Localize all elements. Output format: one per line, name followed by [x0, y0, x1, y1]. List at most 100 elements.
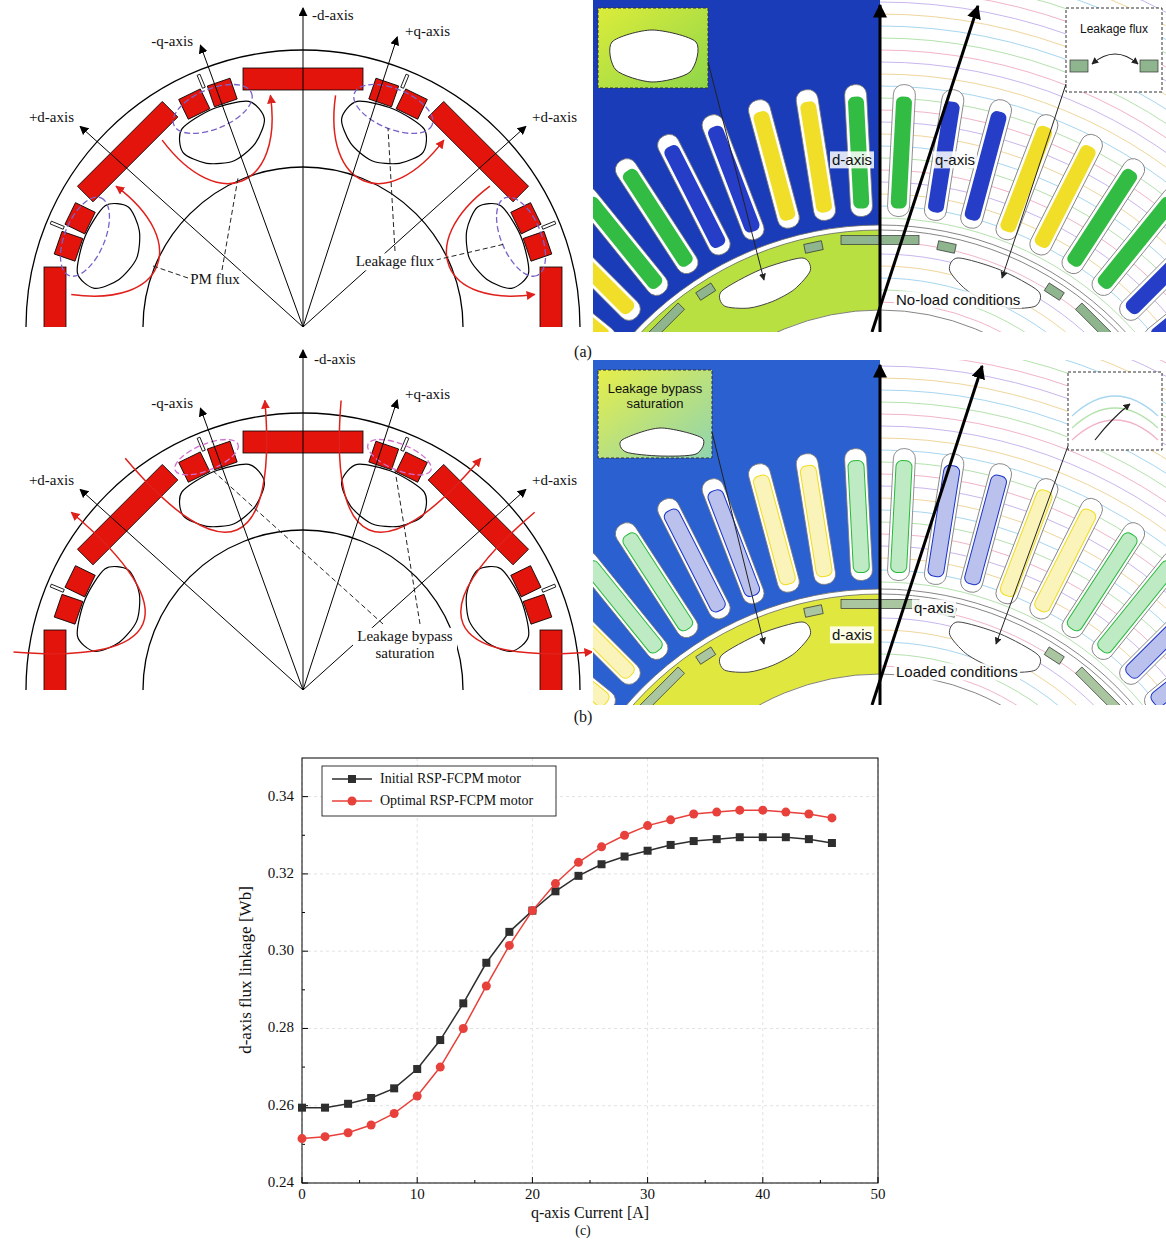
saturation-loop: [363, 432, 436, 482]
magnet: [623, 667, 685, 705]
grid-line: [417, 758, 418, 1183]
inset-label: Leakage bypass saturation: [602, 382, 708, 412]
flux-contour: [880, 360, 1166, 705]
legend-box: [322, 766, 556, 816]
slot-outline: [1115, 580, 1166, 689]
axis-label: -q-axis: [149, 395, 195, 412]
circle-marker: [666, 815, 675, 824]
flux-label: Leakage flux: [354, 253, 437, 270]
stator-slot: [1163, 656, 1166, 705]
flux-contour: [880, 360, 1166, 705]
circle-marker: [413, 1092, 422, 1101]
tick-label: 0.34: [268, 788, 294, 805]
square-marker: [759, 833, 767, 841]
magnet: [623, 303, 685, 332]
permanent-magnet: [511, 566, 541, 597]
barrier-slot: [197, 74, 205, 88]
permanent-magnet: [65, 566, 95, 597]
square-marker: [505, 928, 513, 936]
tick-mark: [417, 1177, 418, 1183]
axis-line: [80, 126, 303, 327]
slot-outline: [1115, 216, 1166, 325]
square-marker: [736, 833, 744, 841]
tick-label: 30: [640, 1186, 655, 1203]
circle-marker: [712, 808, 721, 817]
circle-marker: [620, 831, 629, 840]
magnet: [937, 241, 956, 254]
condition-label: Loaded conditions: [894, 663, 1020, 680]
stator-slot: [1115, 580, 1166, 689]
square-marker: [551, 887, 559, 895]
axis-line: [200, 408, 303, 690]
flux-contour: [880, 62, 1166, 332]
tick-mark: [302, 951, 308, 952]
square-marker: [782, 833, 790, 841]
circle-marker: [551, 879, 560, 888]
magnet: [1044, 283, 1064, 300]
series-line: [302, 837, 832, 1107]
flux-contour: [880, 86, 1166, 332]
permanent-magnet: [77, 464, 177, 564]
coil: [963, 474, 1007, 586]
circle-marker: [482, 981, 491, 990]
q-axis-arrow: [872, 366, 982, 705]
flux-contour: [880, 360, 1166, 705]
coil: [1123, 226, 1166, 317]
axis-label: q-axis: [912, 599, 956, 616]
flux-label: Leakage bypass saturation: [353, 628, 457, 663]
flux-contour: [880, 0, 1166, 332]
leakage-loop: [50, 190, 119, 283]
axis-label: +d-axis: [530, 472, 579, 489]
inset-hole: [620, 428, 704, 456]
slot-outline: [923, 452, 965, 586]
stator-slot: [1140, 616, 1166, 705]
magnet: [696, 647, 716, 664]
grid-line: [302, 1105, 878, 1106]
permanent-magnet: [428, 101, 528, 201]
square-marker: [574, 872, 582, 880]
barrier-slot: [542, 221, 556, 229]
flux-contour: [880, 0, 1166, 332]
panel-letter: (a): [574, 343, 592, 361]
flux-contours: [880, 360, 1166, 705]
grid-line: [302, 1028, 878, 1029]
coil: [706, 124, 761, 234]
legend-text: Optimal RSP-FCPM motor: [380, 793, 533, 809]
slot-outline: [887, 448, 916, 581]
slot-outline: [1140, 616, 1166, 705]
data-series: [298, 806, 837, 1143]
permanent-magnet: [540, 267, 562, 327]
magnet: [1076, 303, 1138, 332]
tick-mark: [302, 1028, 308, 1029]
flux-contour: [880, 474, 1166, 705]
pm-flux-line: [461, 512, 592, 653]
coil: [1123, 590, 1166, 681]
stator-core: [593, 0, 880, 332]
square-marker: [321, 1104, 329, 1112]
flux-contour: [880, 360, 1166, 705]
permanent-magnet: [77, 101, 177, 201]
axis-line: [303, 8, 304, 327]
stator-slot: [795, 452, 837, 586]
permanent-magnet: [207, 78, 237, 107]
tick-label: 20: [525, 1186, 540, 1203]
grid-line: [762, 758, 763, 1183]
axis-line: [303, 350, 304, 690]
leader-line: [395, 470, 420, 624]
square-marker: [805, 835, 813, 843]
tick-label: 40: [755, 1186, 770, 1203]
square-marker: [367, 1094, 375, 1102]
flux-contour: [880, 110, 1166, 332]
slot-outline: [887, 84, 916, 217]
field-map: [593, 0, 880, 332]
inset-pointer: [1002, 84, 1066, 278]
axis-line: [80, 489, 303, 690]
legend-text: Initial RSP-FCPM motor: [380, 771, 521, 787]
axis-title: q-axis Current [A]: [531, 1204, 649, 1222]
stator-slot: [923, 452, 965, 586]
circle-marker: [298, 1134, 307, 1143]
leakage-arrow: [1092, 54, 1138, 64]
series-line: [302, 810, 832, 1138]
circle-marker: [321, 1132, 330, 1141]
permanent-magnet: [540, 630, 562, 690]
